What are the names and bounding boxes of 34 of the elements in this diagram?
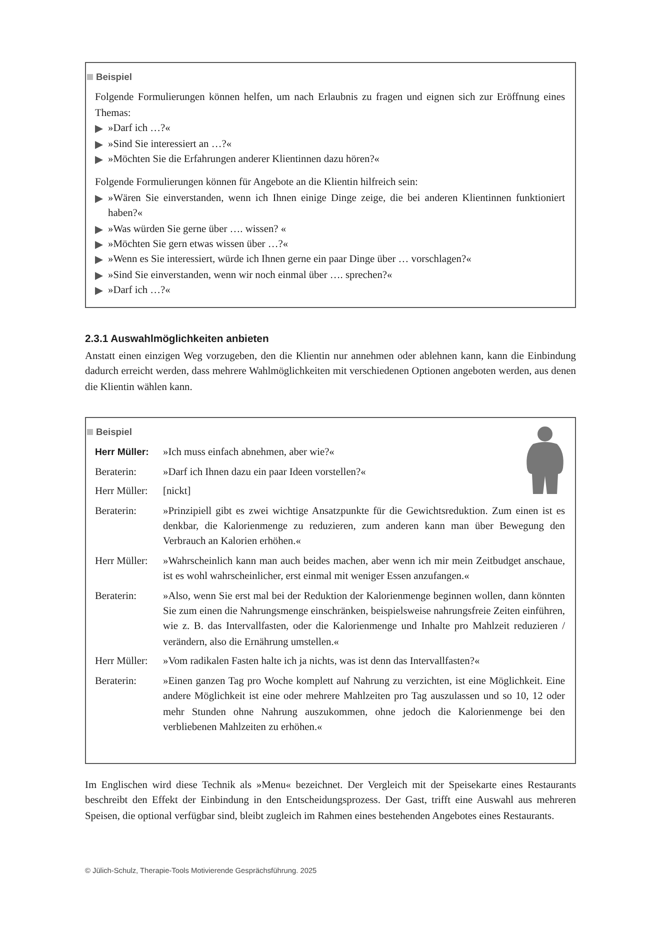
example-box: [85, 62, 576, 308]
speaker-name: Herr Müller:: [95, 446, 150, 460]
bullet-text: »Möchten Sie gern etwas wissen über …?«: [108, 238, 290, 252]
paragraph: Anstatt einen einzigen Weg vorzugeben, den die Klientin nur annehmen oder ablehnen kann, kann die Einbindung dadurch erreicht werden, dass mehrere Wahlmöglichkeiten mit verschiedenen Optionen angeboten werden, aus denen die Klientin wählen kann.: [85, 350, 576, 395]
intro-text: Folgende Formulierungen können für Angebote an die Klientin hilfreich sein:: [95, 176, 419, 190]
section-heading: 2.3.1 Auswahlmöglichkeiten anbieten: [85, 333, 269, 347]
paragraph: Im Englischen wird diese Technik als »Menu« bezeichnet. Der Vergleich mit der Speisekarte eines Restaurants beschreibt den Effekt der Einbindung in den Entscheidungsprozess. Der Gast, trifft eine Auswahl aus mehreren Speisen, die optional verfügbar sind, bleibt zugleich im Rahmen eines bestehenden Angebotes eines Restaurants.: [85, 779, 576, 824]
dialogue-box: [85, 417, 576, 764]
dialogue-text: »Also, wenn Sie erst mal bei der Reduktion der Kalorienmenge beginnen wollen, dann könnten Sie zum einen die Nahrungsmenge einschränken, beispielsweise nahrungsfreie Zeiten einführen, wie z. B. das Intervallfasten, oder die Kalorienmenge und Inhalte pro Mahlzeit reduzieren / verändern, also die Ernährung umstellen.«: [163, 590, 565, 650]
box-heading: Beispiel: [96, 425, 132, 439]
dialogue-text: »Prinzipiell gibt es zwei wichtige Ansatzpunkte für die Gewichtsreduktion. Zum einen ist es denkbar, die Kalorienmenge zu reduzieren, zum anderen kann man über Bewegung den Verbrauch an Kalorien erhöhen.«: [163, 504, 565, 550]
dialogue-text: »Wahrscheinlich kann man auch beides machen, aber wenn ich mir mein Zeitbudget anschaue, ist es wohl wahrscheinlicher, erst einmal mit weniger Essen anzufangen.«: [163, 554, 565, 584]
intro-text: Folgende Formulierungen können helfen, um nach Erlaubnis zu fragen und eignen sich zur Eröffnung eines Themas:: [95, 91, 565, 121]
bullet-text: »Wenn es Sie interessiert, würde ich Ihnen gerne ein paar Dinge über … vorschlagen?«: [108, 253, 472, 268]
speaker-name: Herr Müller:: [95, 485, 149, 500]
box-heading: Beispiel: [96, 70, 132, 84]
bullet-text: »Sind Sie einverstanden, wenn wir noch einmal über …. sprechen?«: [108, 268, 394, 283]
bullet-text: »Möchten Sie die Erfahrungen anderer Klientinnen dazu hören?«: [108, 153, 380, 168]
bullet-text: »Wären Sie einverstanden, wenn ich Ihnen einige Dinge zeige, die bei anderen Klientinnen funktioniert haben?«: [108, 192, 565, 222]
dialogue-text: »Ich muss einfach abnehmen, aber wie?«: [163, 446, 336, 460]
bullet-text: »Darf ich …?«: [108, 122, 172, 136]
dialogue-text: [nickt]: [163, 485, 192, 500]
speaker-name: Beraterin:: [95, 590, 138, 604]
speaker-name: Beraterin:: [95, 674, 138, 689]
dialogue-text: »Einen ganzen Tag pro Woche komplett auf Nahrung zu verzichten, ist eine Möglichkeit. Eine andere Möglichkeit ist eine oder mehrere Mahlzeiten pro Tag auszulassen und so 10, 12 oder mehr Stunden ohne Nahrung auszukommen, ohne jedoch die Kalorienmenge bei den verbliebenen Mahlzeiten zu erhöhen.«: [163, 674, 565, 735]
bullet-text: »Was würden Sie gerne über …. wissen? «: [108, 222, 288, 237]
speaker-name: Beraterin:: [95, 466, 138, 480]
speaker-name: Herr Müller:: [95, 554, 149, 569]
bullet-text: »Darf ich …?«: [108, 284, 172, 298]
dialogue-text: »Vom radikalen Fasten halte ich ja nichts, was ist denn das Intervallfasten?«: [163, 655, 481, 670]
bullet-text: »Sind Sie interessiert an …?«: [108, 138, 233, 152]
speaker-name: Beraterin:: [95, 504, 138, 519]
speaker-name: Herr Müller:: [95, 655, 149, 670]
dialogue-text: »Darf ich Ihnen dazu ein paar Ideen vorstellen?«: [163, 466, 367, 480]
